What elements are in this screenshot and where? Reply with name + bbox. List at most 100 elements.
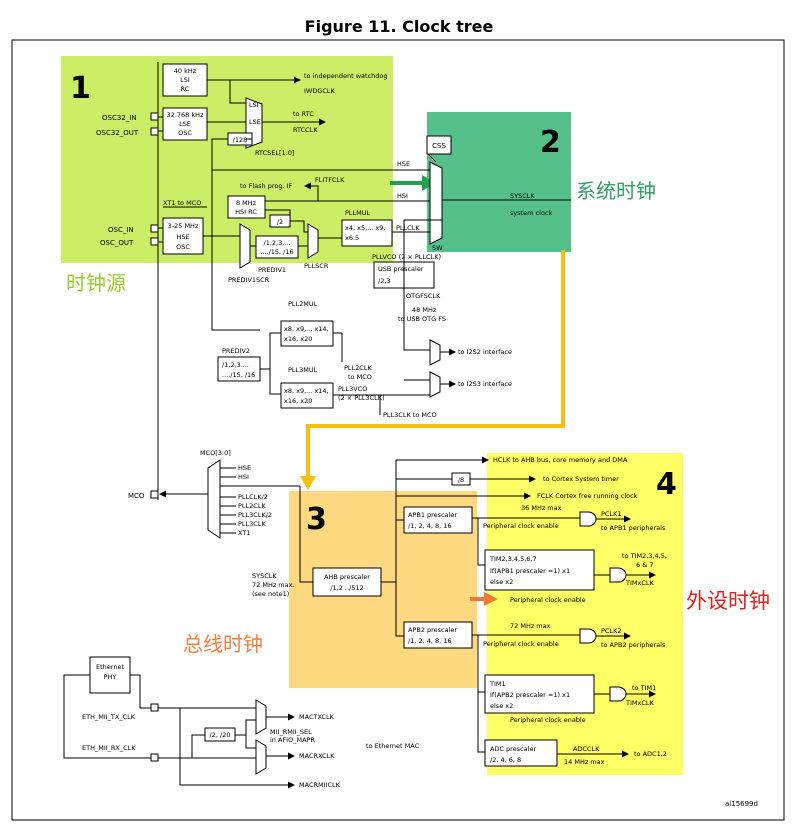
wire-sysclk-i2s <box>403 200 443 351</box>
zone-label-system: 系统时钟 <box>576 179 656 203</box>
periph-enable-4: Peripheral clock enable <box>510 716 586 724</box>
pin-mco <box>150 490 159 499</box>
wire-css <box>427 153 437 163</box>
zone-label-source: 时钟源 <box>66 271 126 295</box>
adc-line-2: /2, 4, 6, 8 <box>490 756 521 764</box>
pllmul-line-2: x6.5 <box>345 234 359 242</box>
pll2clk-label: PLL2CLK <box>344 364 372 372</box>
rtcsel-label: RTCSEL[1:0] <box>255 149 295 157</box>
pll2mul-line-2: x16, x20 <box>284 335 312 343</box>
usb-prescaler-line-1: USB prescaler <box>378 265 424 273</box>
tim2-line-2: If(APB1 prescaler =1) x1 <box>490 567 570 575</box>
div8-text: /8 <box>458 476 464 484</box>
usb-freq-label: 48 MHz <box>412 306 437 314</box>
pclk1-gate <box>579 511 597 527</box>
ahb-line-1: AHB prescaler <box>324 573 370 581</box>
prediv1-line-2: ..../15, /16 <box>260 248 293 256</box>
hsi-line-2: HSI RC <box>235 208 257 216</box>
wire-apb2-adc <box>477 692 485 753</box>
figure-title: Figure 11. Clock tree <box>305 17 494 36</box>
iwdgclk-label: IWDGCLK <box>304 87 336 95</box>
macrmiiclk-label: MACRMIICLK <box>299 781 341 789</box>
region-number-3: 3 <box>306 502 327 537</box>
pin-osc-out-label: OSC_OUT <box>100 239 134 247</box>
to-tim2-b-label: 6 & 7 <box>636 561 653 569</box>
pclk1-label: PCLK1 <box>601 510 621 518</box>
apb2-prescaler-block <box>403 621 473 649</box>
sw-label: SW <box>432 244 443 252</box>
hsi-line-1: 8 MHz <box>236 199 257 207</box>
wire-sysclk-ahb <box>299 486 313 583</box>
sysclk-max-label: 72 MHz max. <box>252 581 295 589</box>
prediv2-line-2: ..../15, /16 <box>222 371 255 379</box>
eth-phy-line-2: PHY <box>104 673 117 681</box>
region-number-4: 4 <box>656 467 677 502</box>
tim1-line-3: else x2 <box>490 702 513 710</box>
to-tim1-label: to TIM1 <box>632 684 656 692</box>
hse-sys-label: HSE <box>397 160 410 168</box>
iwdg-to-label: to independent watchdog <box>304 72 388 80</box>
apb1-prescaler-block <box>403 506 473 534</box>
timxclk-1-label: TIMxCLK <box>625 579 655 587</box>
pllscr-label: PLLSCR <box>304 262 329 270</box>
eth-phy-line-1: Ethernet <box>96 663 124 671</box>
wire-hse-pll2 <box>211 170 260 331</box>
wire-macrmiiclk <box>179 708 295 789</box>
pll3mul-line-1: x8, x9,... x14, <box>284 387 329 395</box>
to-mco-label: to MCO <box>348 373 372 381</box>
rtc-mux-lse: LSE <box>249 118 261 126</box>
hse-line-3: OSC <box>176 243 190 251</box>
hclk-label: HCLK to AHB bus, core memory and DMA <box>493 456 628 464</box>
wire-div2-pllscr <box>290 220 308 233</box>
pllmul-block <box>341 219 393 247</box>
ahb-prescaler-block <box>312 567 382 597</box>
sysclk-in-label: SYSCLK <box>252 572 277 580</box>
prediv1-label: PREDIV1 <box>258 266 286 274</box>
css-block <box>426 135 452 155</box>
usb-to-label: to USB OTG FS <box>398 315 446 323</box>
mco-pll3clk: PLL3CLK <box>238 520 266 528</box>
hse-line-1: 3-25 MHz <box>168 222 199 230</box>
pin-osc32-out <box>150 127 159 136</box>
to-adc-label: to ADC1,2 <box>634 750 667 758</box>
pin-osc-in <box>150 224 159 233</box>
prediv1-line-1: /1,2,3.... <box>264 239 291 247</box>
xt1-mco-label: XT1 to MCO <box>163 199 201 207</box>
sysclk-sw-mux <box>429 161 443 245</box>
pin-eth-tx <box>150 703 159 712</box>
pin-osc32-in <box>150 112 159 121</box>
apb2-line-1: APB2 prescaler <box>408 626 457 634</box>
mco-mux <box>207 459 221 539</box>
apb1-line-1: APB1 prescaler <box>408 511 457 519</box>
cortex-timer-label: to Cortex System timer <box>543 475 619 483</box>
mco-hsi: HSI <box>238 473 249 481</box>
figure-id: ai15699d <box>725 800 758 808</box>
zone-system-clock <box>427 112 571 252</box>
pll2mul-line-1: x8, x9,... x14, <box>284 325 329 333</box>
pll2mul-block <box>280 320 334 347</box>
css-text: CSS <box>432 142 446 150</box>
apb2-max-label: 72 MHz max <box>510 622 551 630</box>
tim2-line-1: TIM2,3,4,5,6,7 <box>489 555 537 563</box>
wire-hclk <box>395 456 489 582</box>
tim1-line-2: If(APB2 prescaler =1) x1 <box>490 691 570 699</box>
pllmul-label: PLLMUL <box>345 209 371 217</box>
region-number-2: 2 <box>540 125 561 160</box>
mco-hse: HSE <box>238 464 251 472</box>
adc-line-1: ADC prescaler <box>490 745 536 753</box>
apb1-line-2: /1, 2, 4, 8, 16 <box>408 522 452 530</box>
i2s2-mux <box>429 339 441 366</box>
pllmul-line-1: x4, x5,... x9, <box>345 224 385 232</box>
wire-eth-tx <box>130 674 158 709</box>
lse-line-3: OSC <box>178 129 192 137</box>
tim2-line-3: else x2 <box>490 578 513 586</box>
pin-osc-out <box>150 237 159 246</box>
wire-prediv2-pll3 <box>269 369 281 395</box>
prediv1scr-mux <box>239 223 251 269</box>
lse-osc-block <box>162 107 208 141</box>
mco-pll3clk2: PLL3CLK/2 <box>238 511 272 519</box>
eth-tx-label: ETH_MII_TX_CLK <box>82 713 136 721</box>
i2s3-mux <box>429 371 441 398</box>
